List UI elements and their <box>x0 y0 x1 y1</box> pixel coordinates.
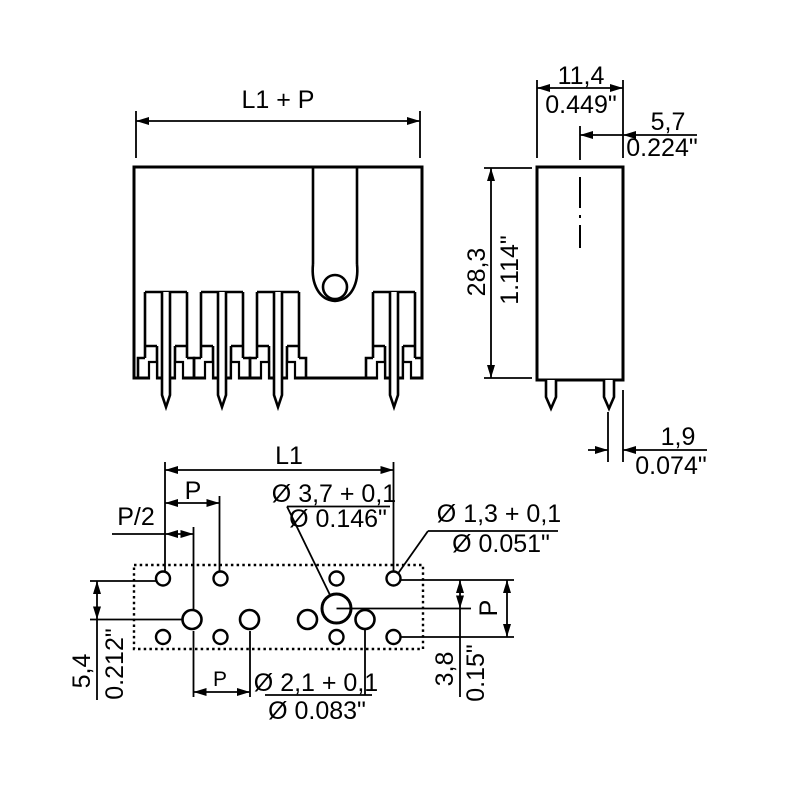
dim-pin-offset-in: 0.224" <box>626 134 697 162</box>
dim-hole-offset-right-in: 0.15" <box>462 644 490 702</box>
dim-pitch-bottom: P <box>192 631 251 697</box>
dim-side-width-mm: 11,4 <box>558 62 605 90</box>
pin-2 <box>216 292 228 412</box>
dim-pitch-top-label: P <box>185 477 202 505</box>
side-view: 11,4 0.449" 5,7 0.224" 28,3 1.114" 1,9 0… <box>463 62 707 480</box>
pin-channel-4 <box>364 290 422 412</box>
dim-side-height: 28,3 1.114" <box>463 167 532 379</box>
footprint-view: L1 P P/2 Ø 3,7 + 0,1 Ø 0.146" Ø 1,3 + 0,… <box>68 442 561 725</box>
pin-channel-1 <box>136 290 196 412</box>
dim-row-offset-left-mm: 5,4 <box>68 654 96 689</box>
dim-pin-offset-mm: 5,7 <box>651 108 686 136</box>
slot-bottom-arc <box>311 263 359 303</box>
pin-4 <box>388 292 400 412</box>
label-hole-large-in: Ø 0.146" <box>289 505 387 533</box>
dim-pitch-top: P <box>165 477 221 571</box>
dim-pin-offset: 5,7 0.224" <box>579 108 698 162</box>
label-hole-large: Ø 3,7 + 0,1 Ø 0.146" <box>272 480 396 596</box>
label-hole-mid-mm: Ø 2,1 + 0,1 <box>254 669 378 697</box>
dim-hole-offset-right-mm: 3,8 <box>431 652 459 687</box>
label-hole-mid-in: Ø 0.083" <box>268 697 366 725</box>
dim-hole-offset-right: 3,8 0.15" <box>431 580 490 702</box>
pin-channel-3 <box>248 290 308 412</box>
dim-pitch-bottom-label: P <box>213 668 227 691</box>
front-view: L1 + P <box>132 86 424 412</box>
label-hole-small: Ø 1,3 + 0,1 Ø 0.051" <box>397 500 561 575</box>
hole-row-middle <box>181 608 376 631</box>
dim-l1-plus-p: L1 + P <box>135 86 421 158</box>
dim-side-width-in: 0.449" <box>545 91 616 119</box>
hole-row-top <box>154 570 402 587</box>
dim-row-offset-left-in: 0.212" <box>101 628 129 699</box>
pin-1 <box>160 292 172 412</box>
hole-row-bottom <box>154 628 402 646</box>
dim-pin-width-in: 0.074" <box>635 452 706 480</box>
label-hole-large-mm: Ø 3,7 + 0,1 <box>272 480 396 508</box>
side-pin-right <box>602 380 616 412</box>
dim-side-height-mm: 28,3 <box>463 248 491 297</box>
label-hole-small-in: Ø 0.051" <box>452 530 550 558</box>
dim-pitch-right-label: P <box>475 600 503 617</box>
pin-3 <box>272 292 284 412</box>
hole-large <box>320 592 353 625</box>
dim-side-height-in: 1.114" <box>496 235 524 305</box>
dim-half-pitch: P/2 <box>112 503 195 609</box>
label-hole-mid: Ø 2,1 + 0,1 Ø 0.083" <box>254 630 378 725</box>
side-pin-left <box>544 380 558 412</box>
front-body-outline <box>132 165 424 380</box>
dim-l1: L1 <box>164 442 395 571</box>
label-hole-small-mm: Ø 1,3 + 0,1 <box>437 500 561 528</box>
pin-channel-2 <box>192 290 252 412</box>
dim-pin-width: 1,9 0.074" <box>588 390 707 480</box>
dim-side-width: 11,4 0.449" <box>536 62 624 158</box>
footprint-outline-dotted <box>132 563 425 651</box>
dim-pin-width-mm: 1,9 <box>661 423 696 451</box>
dim-row-offset-left: 5,4 0.212" <box>68 581 129 700</box>
dim-pitch-right: P <box>475 580 511 637</box>
dim-l1-plus-p-label: L1 + P <box>242 86 315 114</box>
dim-half-pitch-label: P/2 <box>117 503 155 531</box>
dim-l1-label: L1 <box>275 442 303 470</box>
footprint-ref-lines <box>90 579 514 638</box>
front-screw-hole <box>321 273 349 301</box>
